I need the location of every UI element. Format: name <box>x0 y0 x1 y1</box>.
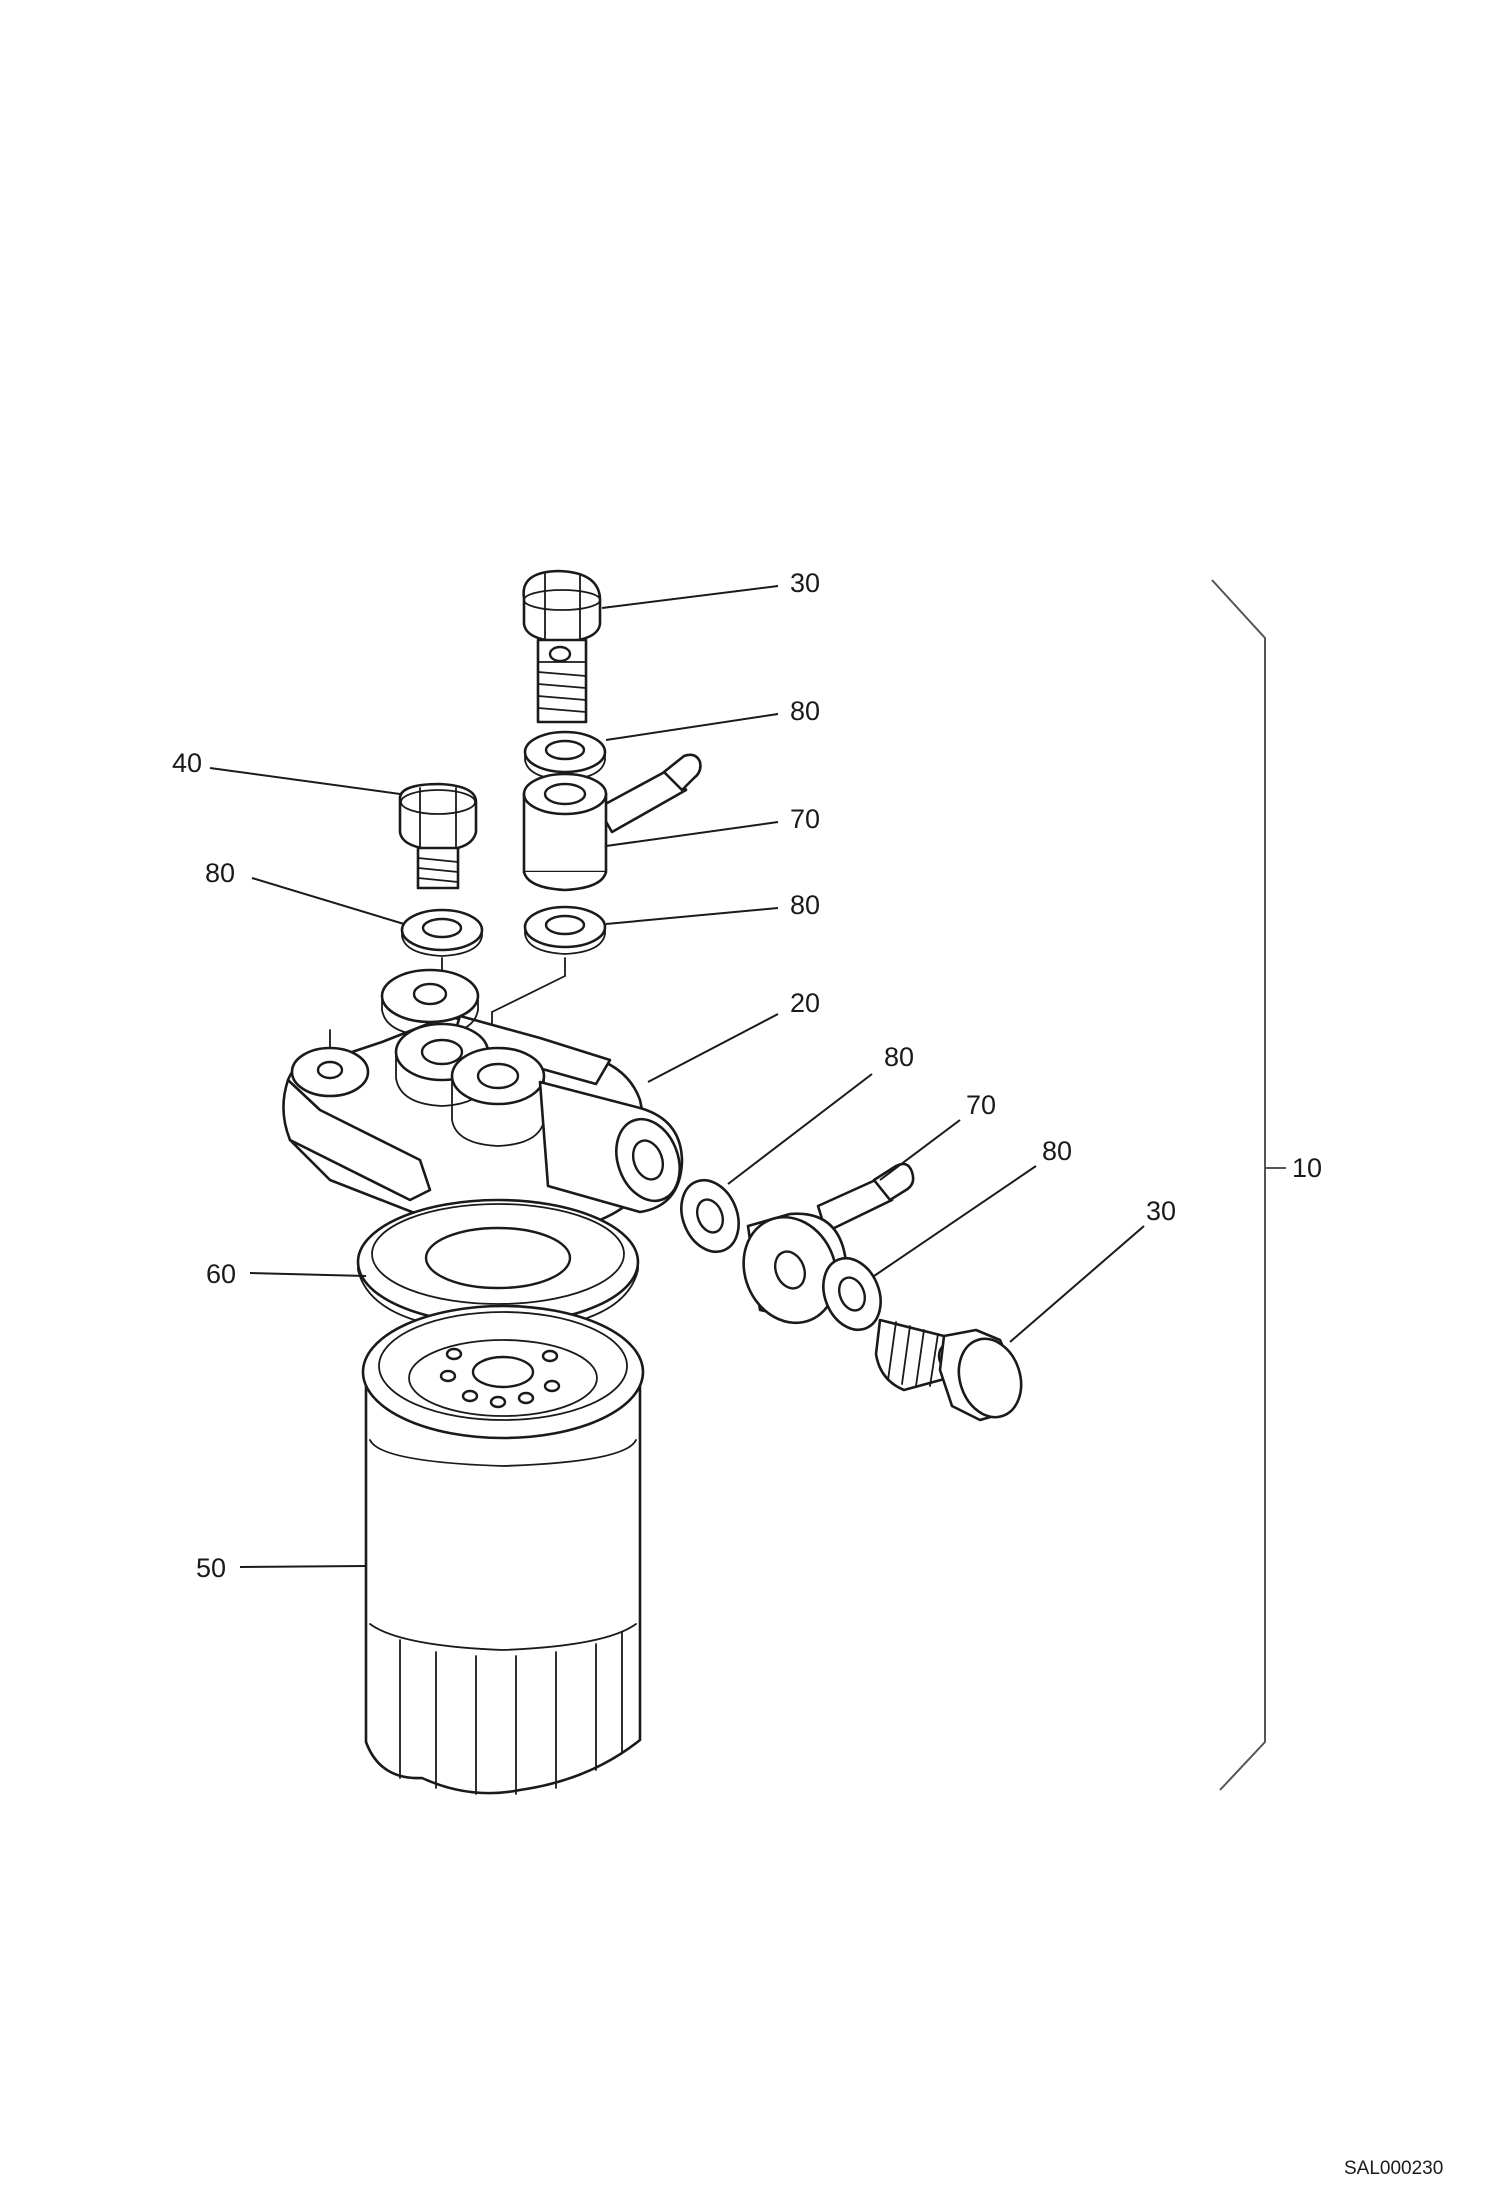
label-banjo-fitting-top: 70 <box>790 804 820 834</box>
label-washer-top-2: 80 <box>790 890 820 920</box>
washer-side-2 <box>822 1256 882 1332</box>
banjo-fitting-side <box>742 1162 915 1325</box>
filter-cartridge <box>361 1304 645 1795</box>
label-filter-cartridge: 50 <box>196 1553 226 1583</box>
washer-top-1 <box>523 730 607 781</box>
label-banjo-bolt-top: 30 <box>790 568 820 598</box>
washer-side-1 <box>680 1178 740 1254</box>
label-assembly: 10 <box>1292 1153 1322 1183</box>
label-washer-plug: 80 <box>205 858 235 888</box>
assembly-bracket <box>1211 579 1286 1791</box>
washer-top-2 <box>523 905 607 955</box>
label-filter-head: 20 <box>790 988 820 1018</box>
filter-head <box>282 968 684 1234</box>
reference-code: SAL000230 <box>1344 2158 1443 2179</box>
label-banjo-bolt-side: 30 <box>1146 1196 1176 1226</box>
leader-lines <box>209 585 1145 1568</box>
label-banjo-fitting-side: 70 <box>966 1090 996 1120</box>
label-washer-side-2: 80 <box>1042 1136 1072 1166</box>
label-gasket: 60 <box>206 1259 236 1289</box>
label-plug: 40 <box>172 748 202 778</box>
banjo-bolt-top <box>522 569 602 724</box>
label-washer-side-1: 80 <box>884 1042 914 1072</box>
washer-plug <box>400 908 484 957</box>
label-washer-top-1: 80 <box>790 696 820 726</box>
banjo-bolt-side <box>874 1318 1023 1422</box>
banjo-fitting-top <box>522 753 702 892</box>
plug <box>398 782 478 890</box>
